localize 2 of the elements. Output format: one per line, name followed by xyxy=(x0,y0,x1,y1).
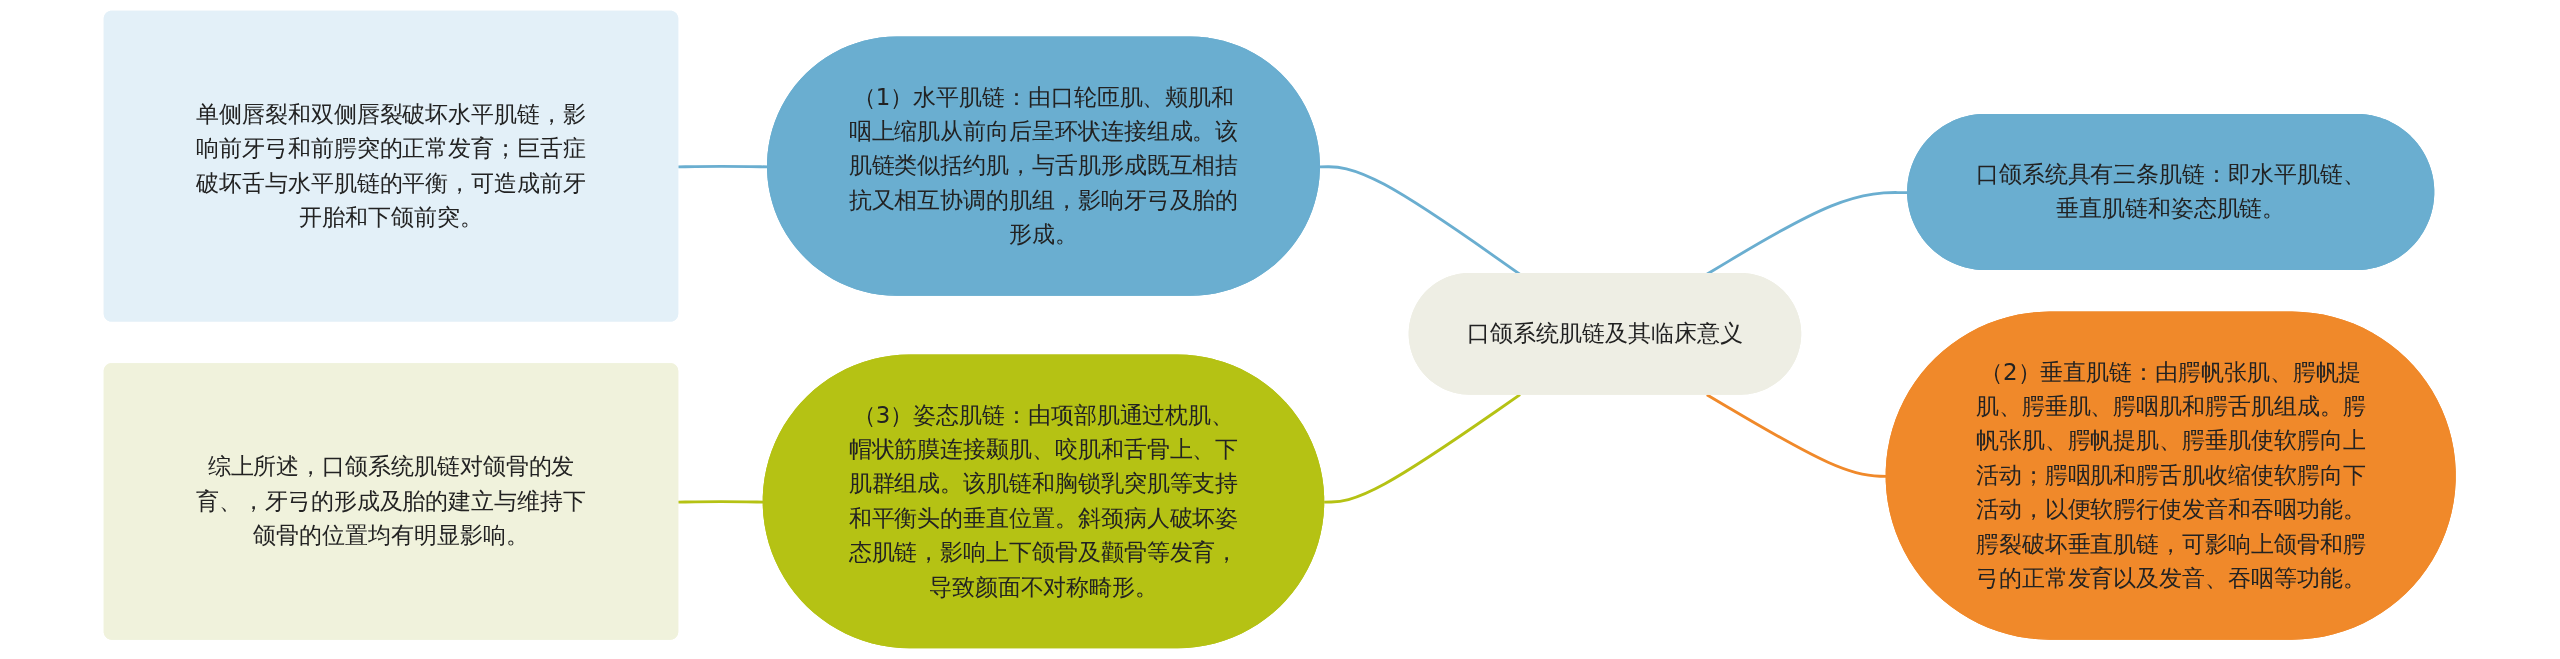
connector xyxy=(1324,393,1522,504)
connector xyxy=(678,165,769,169)
